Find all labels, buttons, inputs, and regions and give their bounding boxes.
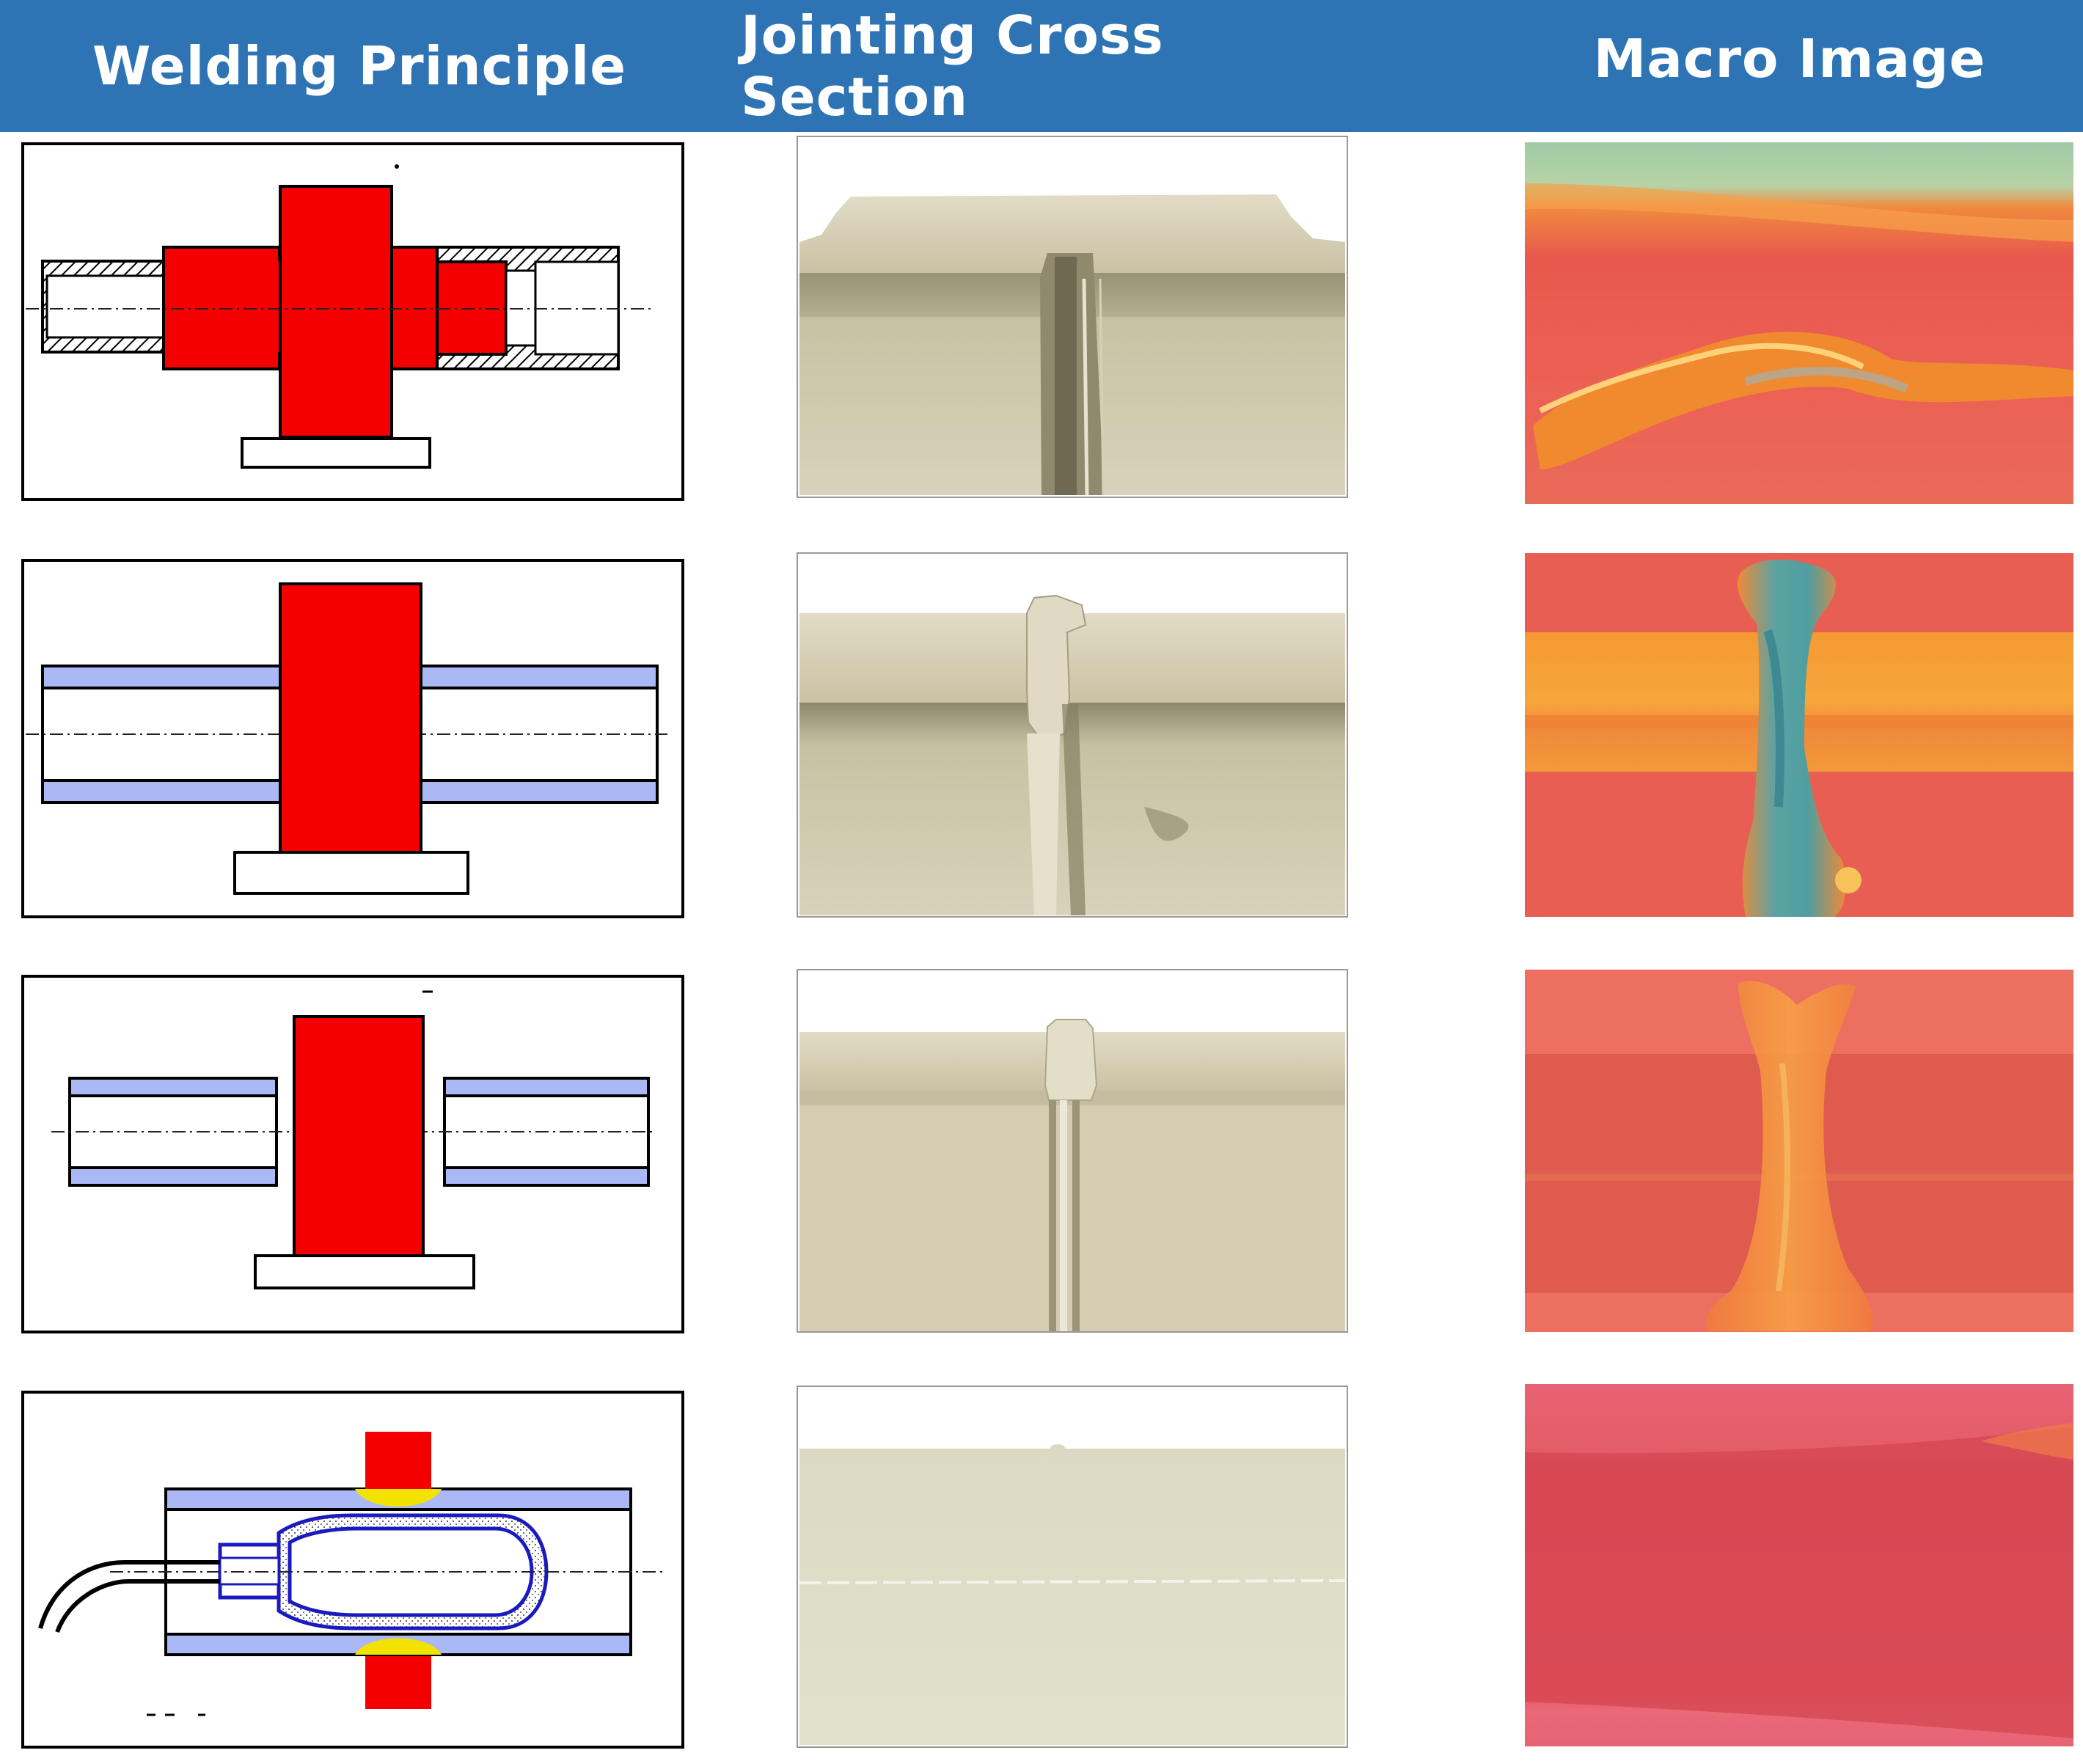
column-header-bar: Welding Principle Jointing Cross Section… — [0, 0, 2083, 132]
cross-section-photo-butt-large-bead — [797, 552, 1348, 918]
macro-image-socket — [1525, 142, 2073, 504]
principle-diagram-butt-fusion-variant — [21, 975, 684, 1333]
header-welding-principle: Welding Principle — [92, 35, 627, 97]
macro-image-butt-small-bead — [1525, 970, 2073, 1332]
macro-image-butt-large-bead — [1525, 553, 2073, 917]
header-macro-image: Macro Image — [1593, 28, 1986, 89]
principle-diagram-bladder-assisted — [21, 1391, 684, 1749]
cross-section-photo-socket — [797, 136, 1348, 498]
header-jointing-cross-section: Jointing Cross Section — [741, 4, 1164, 128]
principle-diagram-socket — [21, 142, 684, 501]
macro-image-bladder — [1525, 1384, 2073, 1746]
cross-section-photo-bladder — [797, 1386, 1348, 1748]
principle-diagram-butt-fusion — [21, 559, 684, 918]
cross-section-photo-butt-small-bead — [797, 969, 1348, 1333]
